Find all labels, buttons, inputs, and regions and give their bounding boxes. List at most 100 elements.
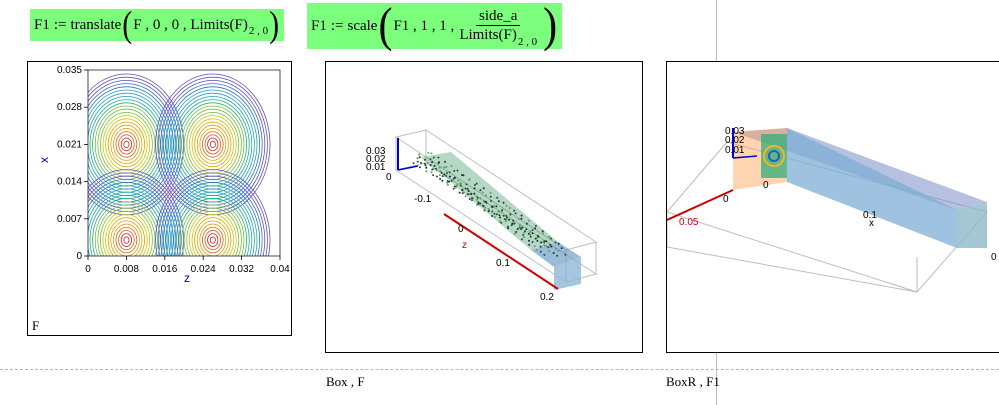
box-plot-caption: Box , F: [326, 374, 365, 389]
eq2-lhs: F1: [311, 17, 327, 34]
box2-tick-6: 0: [723, 194, 729, 205]
contour-ring: [123, 236, 130, 244]
box1-tick-5: -0.1: [414, 194, 432, 205]
eq2-open-paren: (: [378, 0, 393, 53]
contour-ring: [88, 169, 184, 256]
surface-dot: [471, 197, 473, 199]
surface-dot: [459, 184, 462, 187]
contour-ring: [202, 131, 224, 158]
surface-dot: [505, 218, 508, 221]
contour-ytick-label: 0.007: [57, 214, 82, 225]
surface-dot: [473, 192, 476, 195]
surface-dot: [444, 160, 446, 163]
surface-dot: [535, 248, 538, 251]
surface-dot: [467, 190, 470, 192]
contour-ytick-label: 0.028: [57, 102, 82, 113]
contour-ring: [170, 188, 255, 256]
surface-dot: [438, 161, 441, 164]
surface-dot: [491, 215, 494, 217]
surface-dot: [514, 212, 517, 215]
eq1-subscript: 2 , 0: [248, 25, 269, 37]
contour-ring: [194, 121, 232, 168]
surface-dot: [547, 250, 550, 253]
surface-dot: [505, 215, 508, 217]
surface-dot: [560, 247, 563, 250]
eq2-subscript: 2 , 0: [517, 35, 538, 48]
contour-lines: [88, 73, 271, 256]
surface-dot: [462, 174, 465, 177]
contour-ring: [110, 220, 143, 256]
contour-ring: [209, 236, 216, 244]
surface-dot: [471, 199, 473, 202]
box1-tick-3: 0.01: [366, 162, 386, 173]
contour-xtick-label: 0.008: [114, 264, 139, 275]
box1-tick-2: 0.02: [366, 154, 386, 165]
surface-dot: [465, 183, 468, 186]
surface-dot: [475, 195, 478, 198]
box1-tick-8: 0.2: [540, 292, 554, 303]
surface-dot: [443, 173, 446, 176]
translate-equation[interactable]: F1 := translate ( F , 0 , 0 , Limits(F) …: [30, 6, 285, 43]
surface-dot: [481, 204, 484, 207]
surface-dot: [493, 216, 496, 218]
surface-dot: [432, 156, 435, 159]
surface-dot: [495, 205, 498, 208]
contour-ring: [173, 191, 253, 256]
surface-dot: [513, 222, 516, 225]
contour-ring: [183, 204, 242, 256]
surface-dot: [445, 165, 448, 168]
surface-dot: [431, 161, 434, 164]
surface-dot: [450, 165, 453, 167]
surface-dot: [534, 227, 537, 230]
surface-dot: [520, 214, 523, 217]
contour-ring: [105, 118, 148, 171]
boxr-blue-axis-2: [732, 155, 758, 159]
surface-dot: [475, 182, 478, 185]
boxr-plot-3d[interactable]: 0.03 0.02 0.01 0 0.05 0 0.1 0 x: [666, 61, 999, 353]
surface-dot: [416, 157, 419, 160]
surface-dot: [479, 202, 482, 205]
contour-ring: [202, 226, 224, 254]
scale-equation[interactable]: F1 := scale ( F1 , 1 , 1 , side_a Limits…: [307, 0, 563, 53]
surface-dot: [418, 156, 421, 159]
surface-dot: [483, 209, 486, 212]
eq2-args: F1 , 1 , 1 ,: [393, 17, 455, 34]
box2-tick-3: 0.01: [725, 145, 745, 156]
contour-ring: [97, 204, 156, 256]
box1-tick-1: 0.03: [366, 146, 386, 157]
surface-dot: [520, 238, 523, 241]
surface-dot: [501, 209, 504, 212]
contour-ring: [123, 140, 130, 149]
surface-dot: [507, 225, 509, 228]
surface-dot: [477, 201, 480, 204]
box1-tick-6: 0: [458, 224, 464, 235]
surface-dot: [500, 221, 503, 224]
eq2-fraction: side_a Limits(F)2 , 0: [456, 8, 540, 48]
surface-dot: [470, 193, 473, 196]
box2-tick-7: 0.1: [863, 210, 877, 221]
contour-ring: [165, 86, 260, 203]
surface-dot: [502, 201, 505, 204]
surface-dot: [502, 214, 505, 217]
surface-dot: [542, 232, 545, 235]
contour-ring: [94, 201, 158, 256]
surface-dot: [466, 193, 469, 196]
eq2-denominator: Limits(F)2 , 0: [456, 26, 540, 48]
surface-dot: [527, 219, 530, 222]
surface-dot: [543, 253, 546, 256]
box-plot-3d[interactable]: 0.03 0.02 0.01 0 -0.1 0 0.1 0.2 z: [325, 61, 643, 353]
surface-dot: [527, 232, 530, 235]
surface-dot: [466, 187, 469, 190]
contour-ring: [163, 178, 263, 256]
surface-dot: [507, 227, 509, 230]
box1-axis-label: z: [462, 240, 467, 251]
surface-dot: [446, 183, 449, 186]
surface-dot: [429, 158, 432, 161]
contour-ring: [176, 194, 250, 256]
surface-dot: [418, 153, 421, 156]
surface-dot: [437, 156, 440, 159]
surface-dot: [509, 213, 512, 216]
contour-ytick-label: 0.021: [57, 139, 82, 150]
